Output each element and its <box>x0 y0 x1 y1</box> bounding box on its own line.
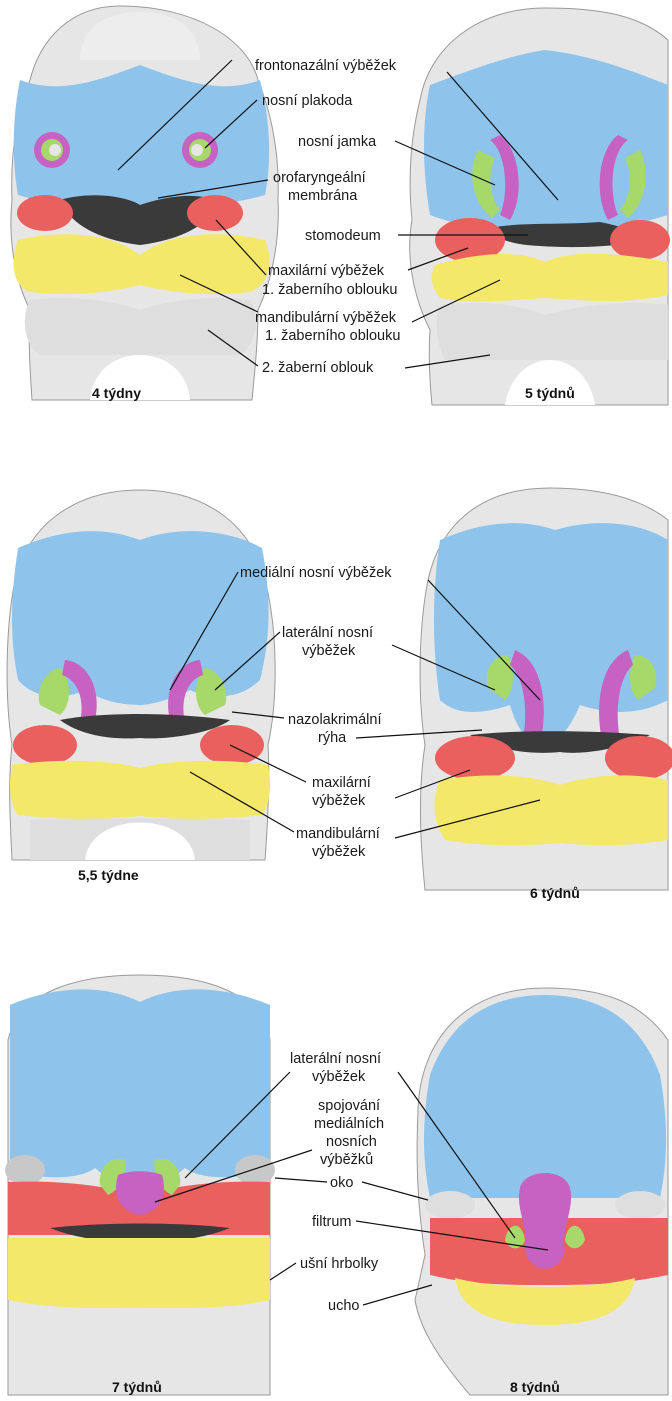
label-maxillary-b: maxilární <box>312 775 371 791</box>
maxillary-right <box>605 736 672 780</box>
label-lateral-nasal-b2: výběžek <box>312 1069 366 1085</box>
eye-right <box>615 1191 665 1219</box>
maxillary-right <box>187 195 243 231</box>
label-ear: ucho <box>328 1298 359 1314</box>
mandibular-prominence <box>432 254 668 302</box>
panel-6-weeks: 6 týdnů <box>420 488 672 901</box>
maxillary-left <box>17 195 73 231</box>
label-lateral-nasal-2: výběžek <box>302 643 356 659</box>
label-eye: oko <box>330 1175 353 1191</box>
nose <box>519 1173 571 1269</box>
label-fusion-2: mediálních <box>314 1116 384 1132</box>
label-ear-hillocks: ušní hrbolky <box>300 1256 379 1272</box>
age-label: 8 týdnů <box>510 1379 560 1395</box>
label-mandibular-2: 1. žaberního oblouku <box>265 328 400 344</box>
label-philtrum: filtrum <box>312 1214 351 1230</box>
label-nasal-pit: nosní jamka <box>298 134 377 150</box>
label-maxillary: maxilární výběžek <box>268 263 385 279</box>
maxillary-left <box>13 725 77 765</box>
age-label: 5 týdnů <box>525 385 575 401</box>
nasal-placode-right <box>182 132 218 168</box>
age-label: 7 týdnů <box>112 1379 162 1395</box>
label-fusion-4: výběžků <box>320 1152 373 1168</box>
label-orofaryngeal: orofaryngeální <box>273 170 366 186</box>
eye-right <box>235 1155 275 1185</box>
label-second-arch: 2. žaberní oblouk <box>262 360 374 376</box>
maxillary-right <box>200 725 264 765</box>
panel-7-weeks: 7 týdnů <box>5 975 275 1395</box>
mandibular-prominence <box>10 761 270 819</box>
label-maxillary-b2: výběžek <box>312 793 366 809</box>
label-nasolacrimal-2: rýha <box>318 730 347 746</box>
label-lateral-nasal: laterální nosní <box>282 625 373 641</box>
label-stomodeum: stomodeum <box>305 228 381 244</box>
label-nasal-placode: nosní plakoda <box>262 93 353 109</box>
label-mandibular: mandibulární výběžek <box>255 310 397 326</box>
label-mandibular-b2: výběžek <box>312 844 366 860</box>
panel-5-5-weeks: 5,5 týdne <box>7 490 275 883</box>
label-maxillary-2: 1. žaberního oblouku <box>262 282 397 298</box>
mandibular-prominence <box>8 1238 270 1308</box>
label-fusion-3: nosních <box>326 1134 377 1150</box>
maxillary-right <box>610 220 670 260</box>
label-medial-nasal: mediální nosní výběžek <box>240 565 392 581</box>
label-orofaryngeal-2: membrána <box>288 188 358 204</box>
nasal-placode-left <box>34 132 70 168</box>
eye-left <box>425 1191 475 1219</box>
age-label: 6 týdnů <box>530 885 580 901</box>
age-label: 4 týdny <box>92 385 141 401</box>
panel-5-weeks: 5 týdnů <box>410 8 670 405</box>
panel-4-weeks: 4 týdny <box>11 6 278 401</box>
mandibular-prominence <box>435 775 668 845</box>
frontonasal-prominence <box>10 989 270 1190</box>
label-mandibular-b: mandibulární <box>296 826 380 842</box>
panel-8-weeks: 8 týdnů <box>415 988 668 1395</box>
eye-left <box>5 1155 45 1185</box>
maxillary-left <box>435 736 515 780</box>
label-frontonasal: frontonazální výběžek <box>255 58 397 74</box>
label-lateral-nasal-b: laterální nosní <box>290 1051 381 1067</box>
label-nasolacrimal: nazolakrimální <box>288 712 382 728</box>
age-label: 5,5 týdne <box>78 867 139 883</box>
label-fusion: spojování <box>318 1098 380 1114</box>
